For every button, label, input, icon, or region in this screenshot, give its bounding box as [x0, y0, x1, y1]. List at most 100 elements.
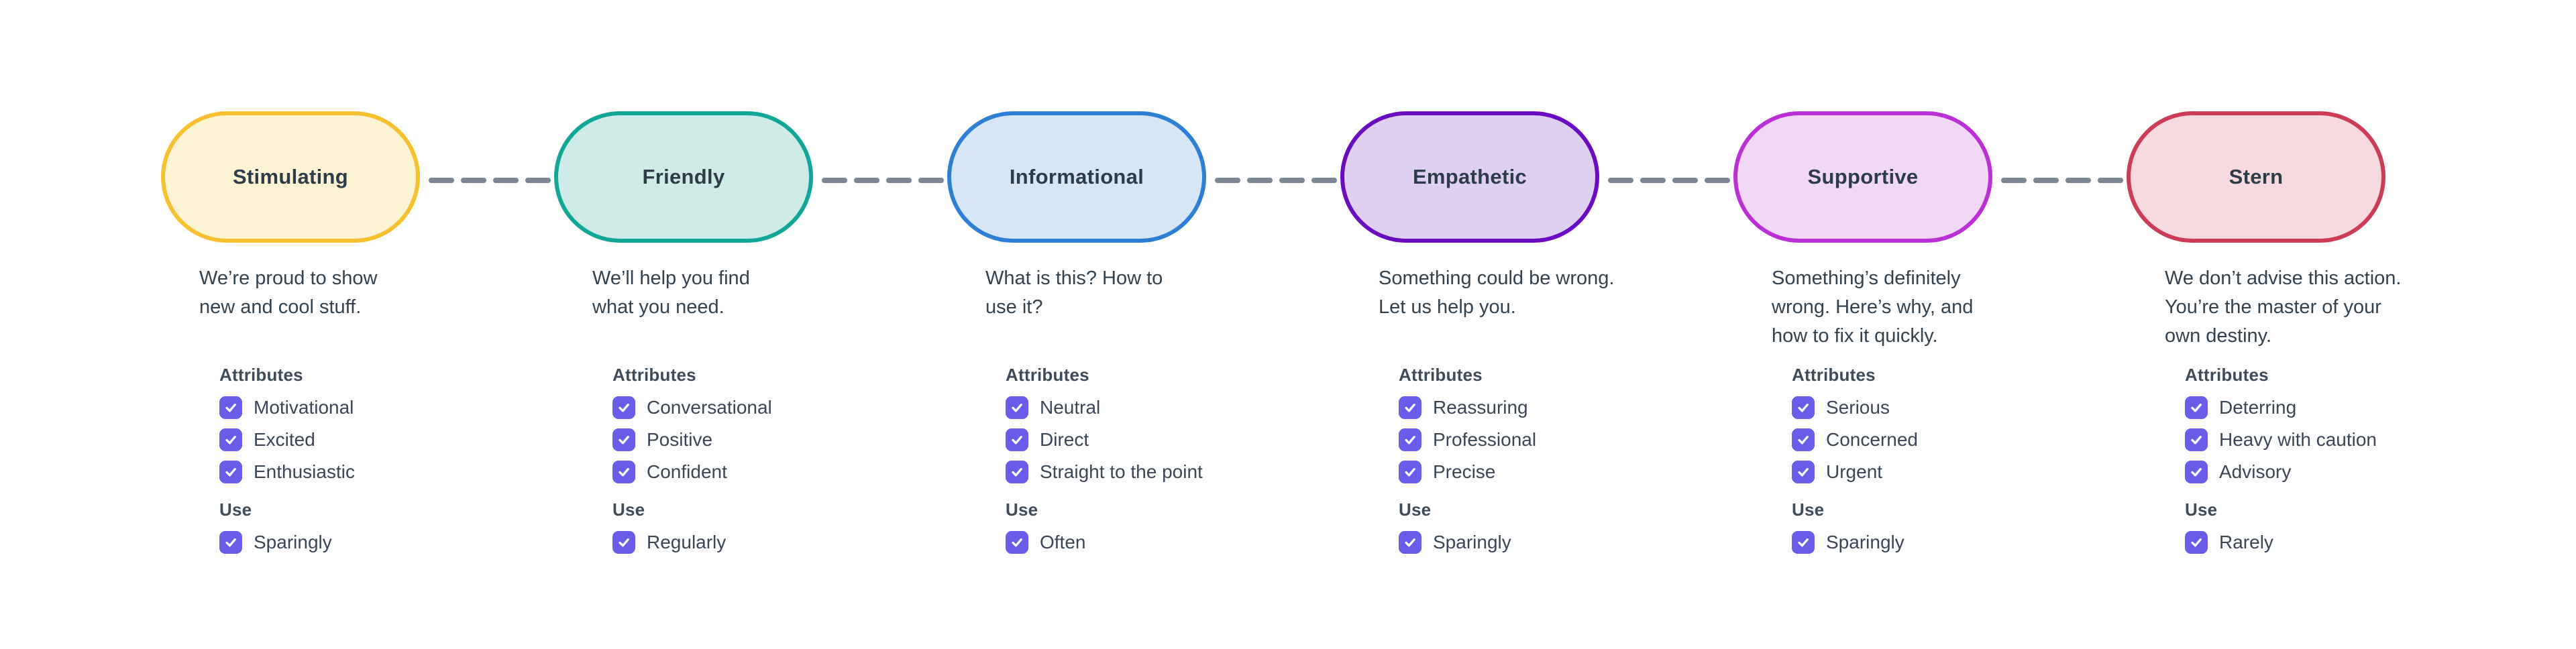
- checkbox[interactable]: [1792, 531, 1815, 554]
- attribute-label: Precise: [1433, 461, 1496, 482]
- checkmark-icon: [1798, 468, 1809, 477]
- checkmark-icon: [1405, 436, 1415, 445]
- checkbox[interactable]: [1006, 428, 1028, 451]
- attribute-label: Direct: [1040, 429, 1089, 450]
- checkbox[interactable]: [2185, 396, 2208, 419]
- use-row: Sparingly: [1792, 531, 2127, 554]
- checkbox[interactable]: [219, 428, 242, 451]
- checkmark-icon: [225, 538, 236, 547]
- tone-description: Something’s definitely wrong. Here’s why…: [1772, 264, 2127, 365]
- use-header: Use: [612, 499, 645, 520]
- attribute-row: Professional: [1399, 428, 1733, 451]
- checkbox[interactable]: [612, 428, 635, 451]
- description-line: new and cool stuff.: [199, 296, 362, 318]
- tone-pill: Empathetic: [1340, 111, 1599, 243]
- attribute-row: Deterring: [2185, 396, 2520, 419]
- checkmark-icon: [1405, 468, 1415, 477]
- attribute-row: Confident: [612, 461, 947, 483]
- checkbox[interactable]: [612, 461, 635, 483]
- attribute-label: Professional: [1433, 429, 1537, 450]
- use-header: Use: [219, 499, 252, 520]
- tone-details: Attributes Deterring Heavy with caution: [2185, 365, 2520, 554]
- dashed-connector: [2000, 174, 2124, 183]
- tone-details: Attributes Neutral Direct: [1006, 365, 1340, 554]
- attribute-row: Advisory: [2185, 461, 2520, 483]
- tone-column: Stern We don’t advise this action. You’r…: [2127, 111, 2520, 563]
- attribute-row: Concerned: [1792, 428, 2127, 451]
- checkbox[interactable]: [1399, 461, 1421, 483]
- checkbox[interactable]: [2185, 428, 2208, 451]
- checkbox[interactable]: [612, 396, 635, 419]
- attribute-label: Serious: [1826, 397, 1890, 418]
- attribute-row: Motivational: [219, 396, 554, 419]
- attribute-label: Advisory: [2219, 461, 2292, 482]
- use-label: Rarely: [2219, 532, 2273, 552]
- checkmark-icon: [619, 404, 629, 412]
- tone-title: Empathetic: [1412, 165, 1527, 188]
- tone-title: Informational: [1009, 165, 1144, 188]
- use-label: Often: [1040, 532, 1086, 552]
- checkbox[interactable]: [1006, 461, 1028, 483]
- checkmark-icon: [619, 538, 629, 547]
- attribute-row: Neutral: [1006, 396, 1340, 419]
- checkbox[interactable]: [612, 531, 635, 554]
- tone-pill: Stern: [2127, 111, 2385, 243]
- attribute-row: Reassuring: [1399, 396, 1733, 419]
- use-row: Often: [1006, 531, 1340, 554]
- attribute-row: Heavy with caution: [2185, 428, 2520, 451]
- checkbox[interactable]: [2185, 461, 2208, 483]
- use-header: Use: [1792, 499, 1825, 520]
- attribute-row: Excited: [219, 428, 554, 451]
- tone-pill: Supportive: [1733, 111, 1992, 243]
- use-header: Use: [1399, 499, 1432, 520]
- attribute-label: Neutral: [1040, 397, 1101, 418]
- attribute-row: Precise: [1399, 461, 1733, 483]
- checkmark-icon: [2191, 404, 2202, 412]
- description-line: own destiny.: [2165, 325, 2272, 347]
- attribute-label: Conversational: [647, 397, 772, 418]
- checkbox[interactable]: [1006, 531, 1028, 554]
- checkbox[interactable]: [219, 461, 242, 483]
- dashed-connector: [428, 174, 551, 183]
- description-line: We’ll help you find: [592, 268, 750, 289]
- tone-pill: Informational: [947, 111, 1206, 243]
- checkbox[interactable]: [1399, 396, 1421, 419]
- checkmark-icon: [619, 468, 629, 477]
- checkbox[interactable]: [1399, 428, 1421, 451]
- attribute-label: Excited: [254, 429, 315, 450]
- checkbox[interactable]: [1792, 461, 1815, 483]
- description-line: Something’s definitely: [1772, 268, 1961, 289]
- tone-description: We don’t advise this action. You’re the …: [2165, 264, 2520, 365]
- tone-details: Attributes Reassuring Professional: [1399, 365, 1733, 554]
- attributes-header: Attributes: [1006, 365, 1089, 385]
- checkmark-icon: [225, 468, 236, 477]
- attribute-row: Straight to the point: [1006, 461, 1340, 483]
- attribute-row: Conversational: [612, 396, 947, 419]
- tone-pill: Stimulating: [161, 111, 420, 243]
- use-header: Use: [1006, 499, 1038, 520]
- description-line: What is this? How to: [985, 268, 1163, 289]
- tone-column: Stimulating We’re proud to show new and …: [161, 111, 554, 563]
- dashed-connector: [1607, 174, 1731, 183]
- checkbox[interactable]: [1792, 396, 1815, 419]
- checkmark-icon: [225, 404, 236, 412]
- tone-pill: Friendly: [554, 111, 813, 243]
- attribute-label: Enthusiastic: [254, 461, 355, 482]
- tone-details: Attributes Conversational Positive: [612, 365, 947, 554]
- checkbox[interactable]: [1006, 396, 1028, 419]
- tone-description: Something could be wrong. Let us help yo…: [1379, 264, 1733, 365]
- checkbox[interactable]: [219, 396, 242, 419]
- description-line: We don’t advise this action.: [2165, 268, 2402, 289]
- checkmark-icon: [1405, 404, 1415, 412]
- attributes-header: Attributes: [1399, 365, 1483, 385]
- checkbox[interactable]: [1399, 531, 1421, 554]
- use-row: Regularly: [612, 531, 947, 554]
- checkbox[interactable]: [2185, 531, 2208, 554]
- use-label: Sparingly: [1826, 532, 1904, 552]
- checkbox[interactable]: [1792, 428, 1815, 451]
- use-label: Sparingly: [1433, 532, 1511, 552]
- checkmark-icon: [619, 436, 629, 445]
- checkbox[interactable]: [219, 531, 242, 554]
- tone-row: Stimulating We’re proud to show new and …: [161, 111, 2520, 563]
